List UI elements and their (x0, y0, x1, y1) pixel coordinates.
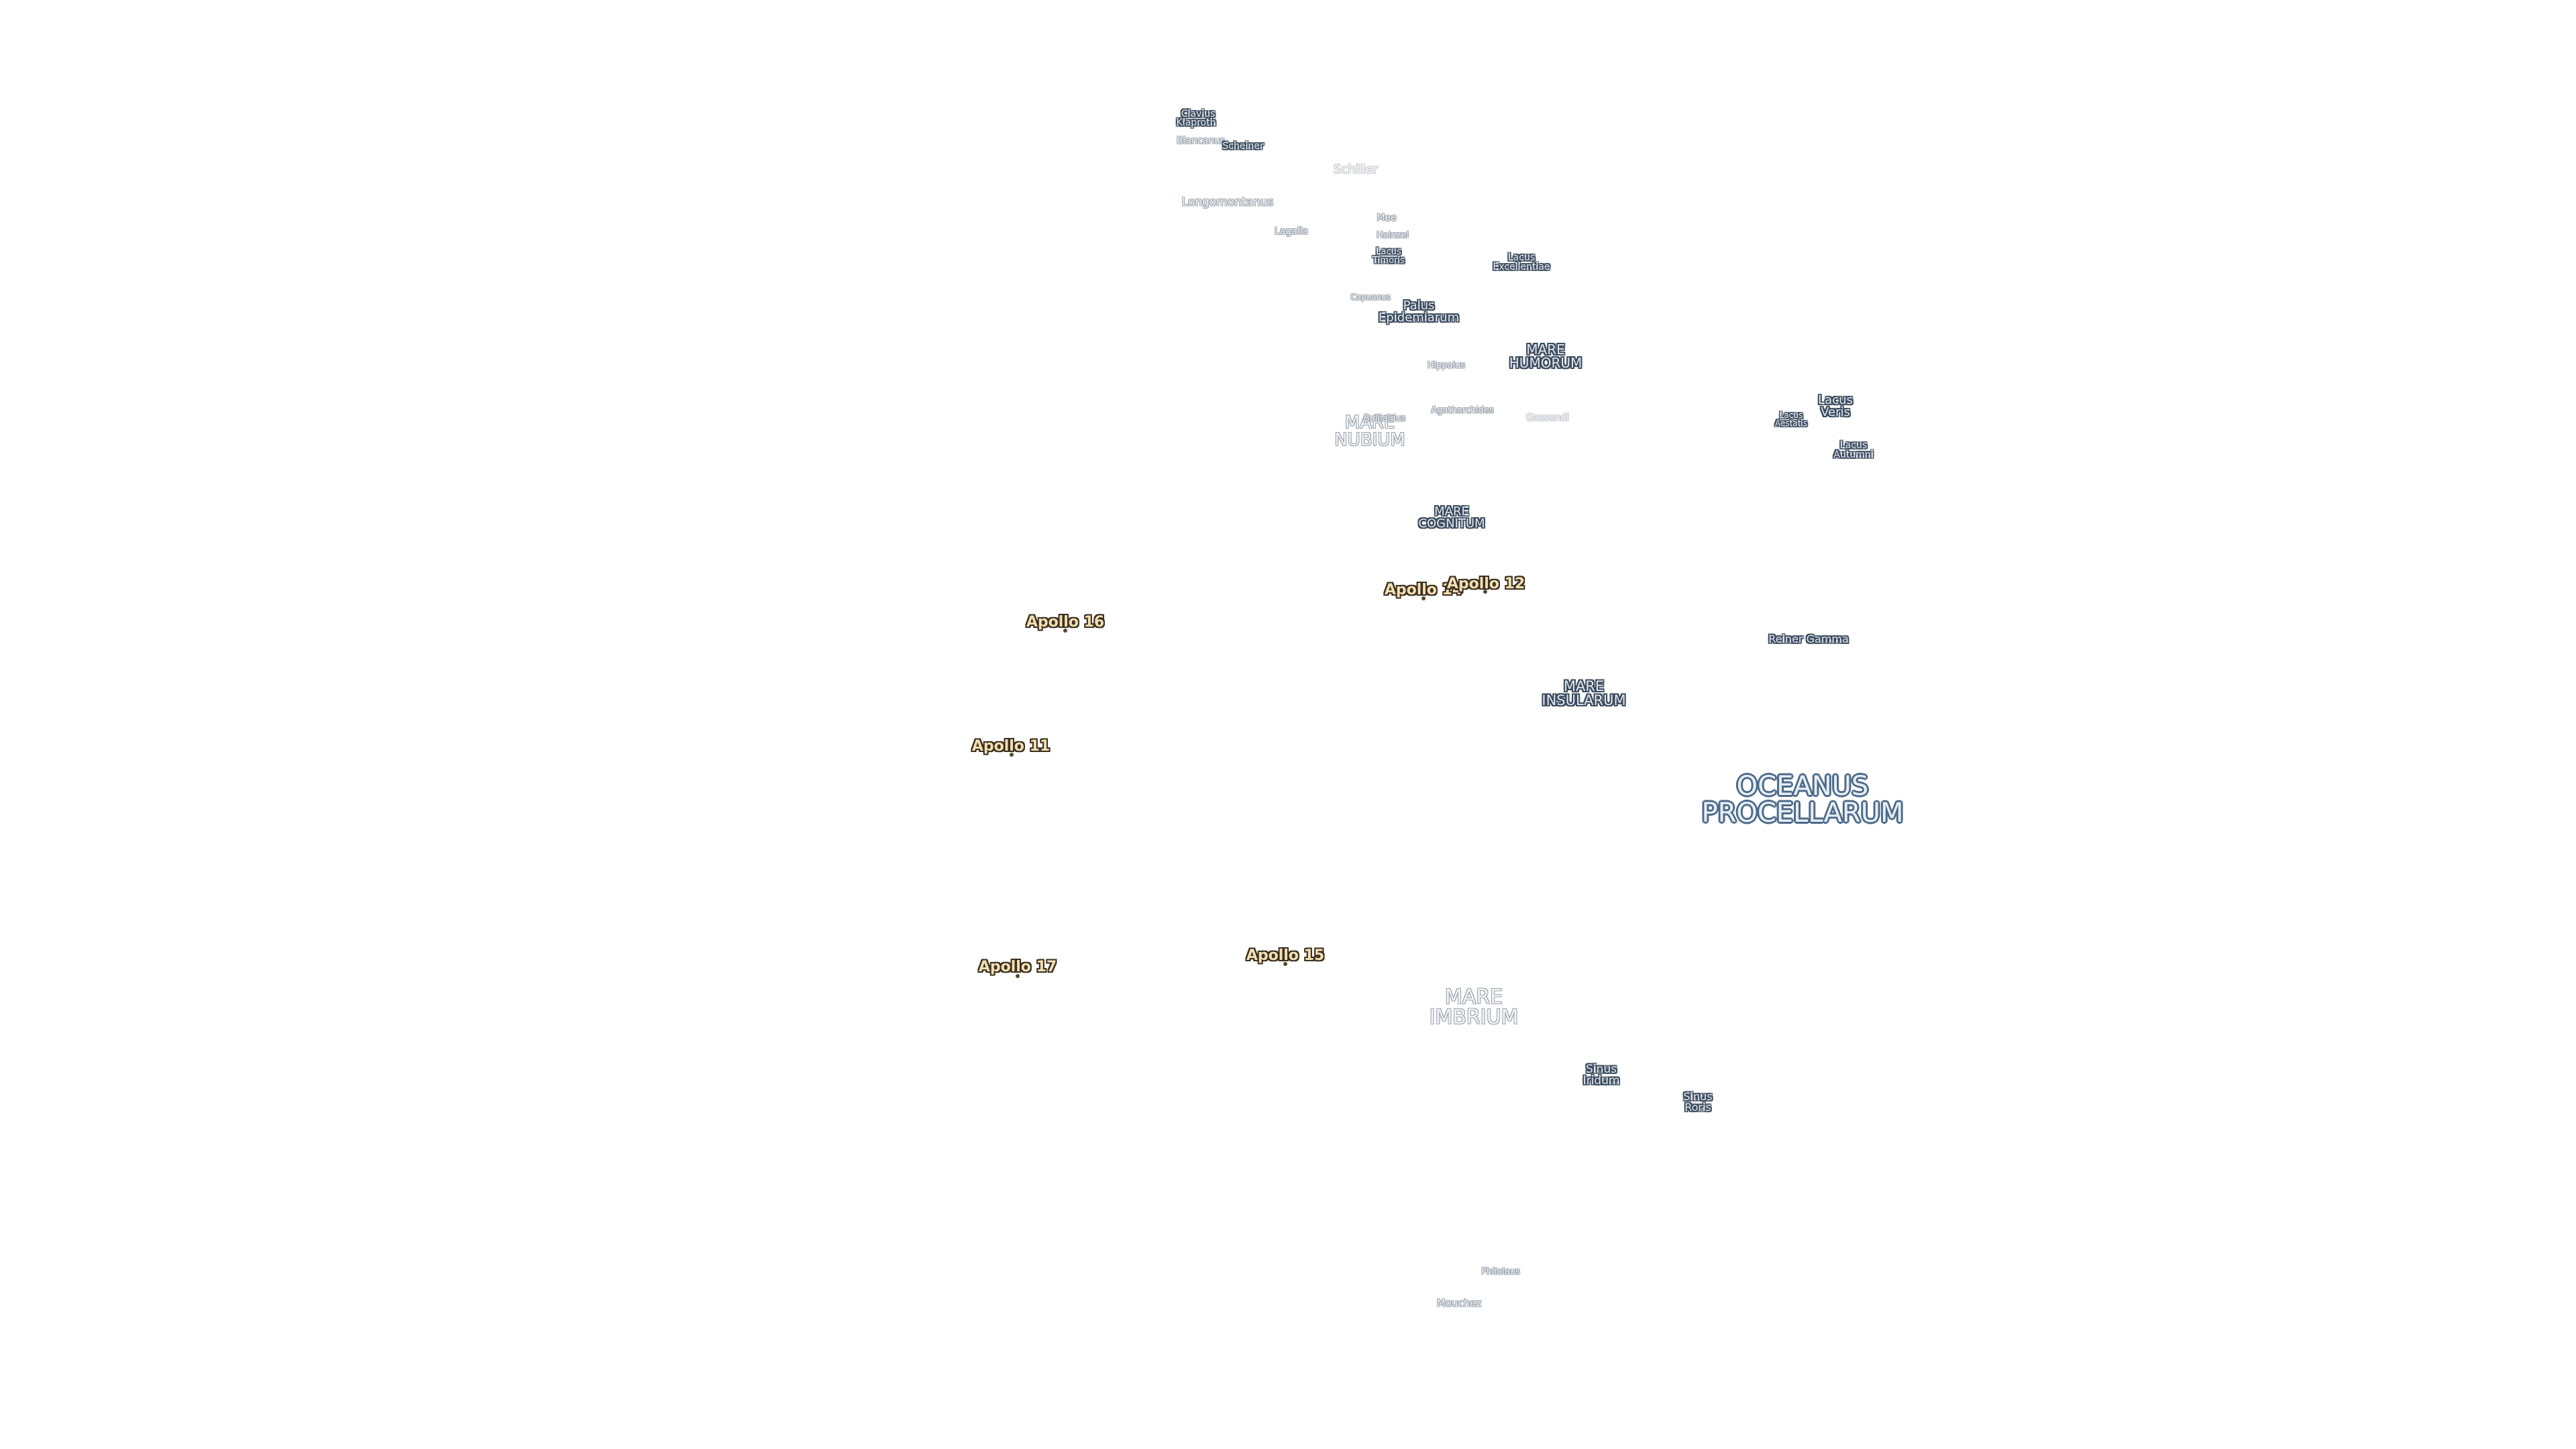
landing-site-label-apollo-14[interactable]: Apollo 14 (1384, 582, 1463, 598)
feature-label-scheiner: Scheiner (1222, 141, 1264, 152)
feature-label-klaproth: Klaproth (1176, 117, 1216, 128)
feature-label-clavius: Clavius (1181, 109, 1216, 119)
feature-label-hainzel: Hainzel (1376, 230, 1409, 241)
landing-site-marker-apollo-17[interactable] (1016, 974, 1020, 978)
feature-label-philolaus: Philolaus (1481, 1267, 1520, 1277)
feature-label-blancanus: Blancanus (1176, 136, 1226, 146)
feature-label-agatharchides: Agatharchides (1431, 405, 1494, 416)
landing-site-label-apollo-16[interactable]: Apollo 16 (1026, 614, 1105, 631)
feature-label-lacus-aestatis: Lacus Aestatis (1775, 411, 1807, 428)
feature-label-mare-nubium: MARE NUBIUM (1334, 413, 1405, 450)
feature-label-lacus-veris: Lacus Veris (1818, 393, 1853, 419)
landing-site-label-apollo-12[interactable]: Apollo 12 (1446, 576, 1525, 592)
feature-label-longomontanus: Longomontanus (1181, 195, 1274, 209)
feature-label-mee: Mee (1377, 213, 1397, 223)
feature-label-oceanus-procellarum: OCEANUS PROCELLARUM (1701, 771, 1904, 828)
feature-label-mare-insularum: MARE INSULARUM (1542, 678, 1626, 708)
feature-label-palus-epidemiarum: Palus Epidemiarum (1378, 299, 1460, 325)
feature-label-reiner-gamma: Reiner Gamma (1768, 633, 1849, 645)
feature-label-hippalus: Hippalus (1427, 360, 1466, 371)
feature-label-mouchez: Mouchez (1436, 1297, 1482, 1309)
landing-site-marker-apollo-12[interactable] (1483, 590, 1487, 594)
feature-label-bullialdus: Bullialdus (1363, 413, 1406, 424)
feature-label-sinus-roris: Sinus Roris (1683, 1090, 1713, 1114)
feature-label-mare-cognitum: MARE COGNITUM (1418, 504, 1485, 531)
feature-label-gassendi: Gassendi (1525, 413, 1570, 423)
landing-site-label-apollo-17[interactable]: Apollo 17 (978, 959, 1057, 975)
landing-site-marker-apollo-11[interactable] (1010, 753, 1014, 757)
feature-label-mare-humorum: MARE HUMORUM (1509, 341, 1582, 371)
landing-site-marker-apollo-15[interactable] (1283, 962, 1287, 966)
feature-label-lacus-timoris: Lacus Timoris (1373, 247, 1405, 266)
feature-label-sinus-iridum: Sinus Iridum (1582, 1063, 1620, 1087)
feature-label-lacus-excellentiae: Lacus Excellentiae (1493, 252, 1550, 272)
landing-site-marker-apollo-14[interactable] (1421, 596, 1426, 600)
landing-site-label-apollo-11[interactable]: Apollo 11 (971, 738, 1051, 755)
feature-label-mare-imbrium: MARE IMBRIUM (1429, 985, 1519, 1029)
feature-label-capuanus: Capuanus (1350, 292, 1391, 302)
landing-site-marker-apollo-16[interactable] (1063, 629, 1067, 633)
feature-label-lagalla: Lagalla (1274, 226, 1309, 237)
landing-site-label-apollo-15[interactable]: Apollo 15 (1246, 947, 1325, 964)
feature-label-schiller: Schiller (1333, 162, 1379, 176)
feature-label-lacus-autumni: Lacus Autumni (1833, 440, 1874, 460)
